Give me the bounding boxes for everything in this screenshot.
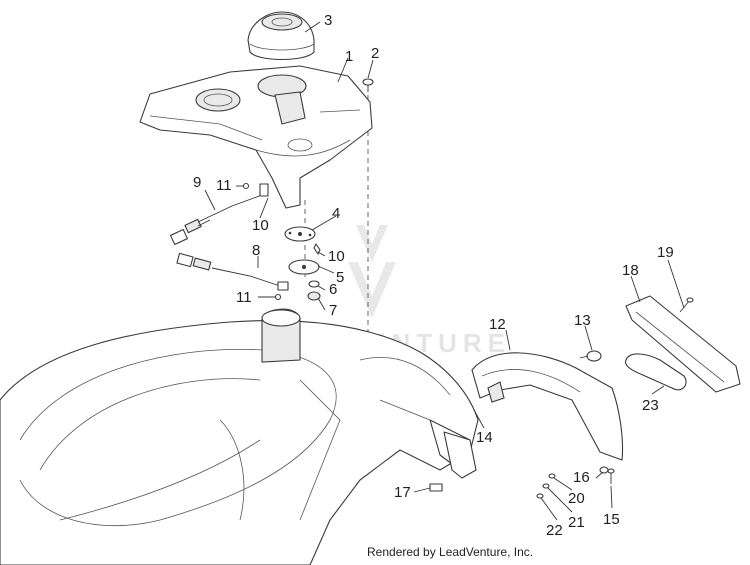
part-1-storage-cover <box>139 65 373 209</box>
callout-12: 12 <box>489 316 506 333</box>
part-19-screw <box>679 297 694 313</box>
part-17-clip <box>429 483 443 492</box>
part-3-cap <box>247 11 315 60</box>
callout-7: 7 <box>329 302 337 319</box>
part-13-bolt <box>579 350 602 362</box>
part-18-plate-holder <box>625 295 741 393</box>
part-15-screw <box>607 468 615 484</box>
part-23-reflector <box>624 353 687 391</box>
part-22-screw <box>536 493 544 499</box>
callout-leaders <box>204 21 685 521</box>
part-7-nut <box>307 291 321 301</box>
part-8-sensor <box>176 252 289 291</box>
callout-9: 9 <box>193 174 201 191</box>
callout-10-upper: 10 <box>252 217 269 234</box>
callout-14: 14 <box>476 429 493 446</box>
scooter-body-frame <box>0 308 479 565</box>
part-14-bracket <box>443 431 477 479</box>
part-16-nut <box>599 466 609 474</box>
callout-17: 17 <box>394 484 411 501</box>
callout-5: 5 <box>336 269 344 286</box>
callout-20: 20 <box>568 490 585 507</box>
part-2-screw <box>362 78 374 92</box>
callout-16: 16 <box>573 469 590 486</box>
callout-18: 18 <box>622 262 639 279</box>
callout-numbers: 3 1 2 9 11 10 4 8 10 5 6 11 7 12 13 14 1… <box>193 12 674 539</box>
callout-2: 2 <box>371 45 379 62</box>
part-9-sensor <box>169 183 269 246</box>
callout-11-upper: 11 <box>216 177 232 194</box>
callout-3: 3 <box>324 12 332 29</box>
callout-22: 22 <box>546 522 563 539</box>
part-11-screw-lower <box>274 293 282 301</box>
callout-1: 1 <box>345 48 353 65</box>
part-5-flange <box>288 243 321 275</box>
callout-23: 23 <box>642 397 659 414</box>
part-21-spacer <box>542 483 550 489</box>
callout-21: 21 <box>568 514 585 531</box>
part-12-tail-cover <box>471 352 624 461</box>
callout-10-lower: 10 <box>328 248 345 265</box>
callout-4: 4 <box>332 205 340 222</box>
part-4-flange <box>284 226 316 242</box>
render-credit: Rendered by LeadVenture, Inc. <box>367 545 534 559</box>
part-20-washer <box>548 473 556 479</box>
callout-8: 8 <box>252 242 260 259</box>
callout-6: 6 <box>329 281 337 298</box>
callout-19: 19 <box>657 244 674 261</box>
part-6-washer <box>308 280 320 288</box>
callout-11-lower: 11 <box>236 289 252 306</box>
part-11-screw-upper <box>242 182 250 190</box>
callout-15: 15 <box>603 511 620 528</box>
callout-13: 13 <box>574 312 591 329</box>
